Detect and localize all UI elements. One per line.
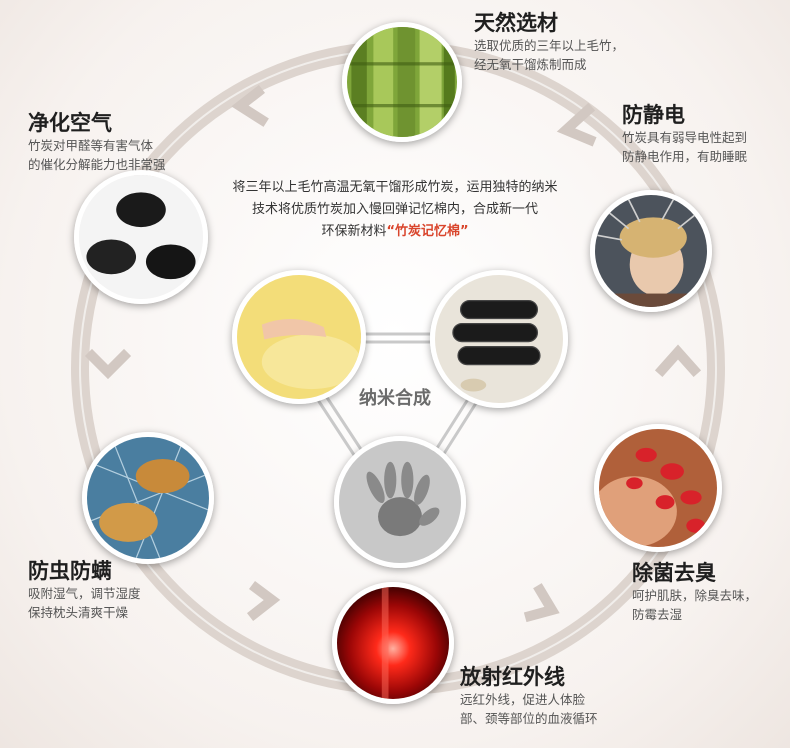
static-hair-photo: [590, 190, 712, 312]
arrow-4: [246, 581, 281, 622]
dust-mites-photo: [82, 432, 214, 564]
intro-highlight: “竹炭记忆棉”: [386, 224, 469, 239]
center-label: 纳米合成: [359, 388, 431, 409]
feature-antibacterial-line1: 呵护肌肤，除臭去味，: [632, 588, 758, 603]
feature-infrared-title: 放射红外线: [460, 665, 565, 689]
feature-purify-line1: 竹炭对甲醛等有害气体: [28, 138, 154, 153]
feature-infrared-line1: 远红外线，促进人体脸: [460, 692, 586, 707]
intro-line-3-prefix: 环保新材料: [321, 224, 387, 239]
feature-antistatic-title: 防静电: [622, 103, 685, 127]
feature-purify-title: 净化空气: [28, 111, 112, 135]
arrow-1: [556, 102, 597, 147]
feature-infrared-line2: 部、颈等部位的血液循环: [460, 711, 598, 726]
feature-natural: 天然选材 选取优质的三年以上毛竹， 经无氧干馏炼制而成: [474, 10, 624, 74]
bamboo-charcoal-photo: [430, 270, 568, 408]
feature-purify-line2: 的催化分解能力也非常强: [28, 157, 166, 172]
feature-antibacterial-line2: 防霉去湿: [632, 607, 683, 622]
charcoal-photo: [74, 170, 208, 304]
red-cells-photo: [594, 424, 722, 552]
feature-antimite-line1: 吸附湿气，调节湿度: [28, 586, 141, 601]
memory-foam-photo: [232, 270, 366, 404]
infrared-photo: [332, 582, 454, 704]
feature-natural-line2: 经无氧干馏炼制而成: [474, 57, 587, 72]
feature-natural-line1: 选取优质的三年以上毛竹，: [474, 38, 625, 53]
arrow-2: [654, 344, 702, 378]
intro-line-2: 技术将优质竹炭加入慢回弹记忆棉内，合成新一代: [251, 202, 538, 217]
feature-purify: 净化空气 竹炭对甲醛等有害气体 的催化分解能力也非常强: [28, 110, 166, 174]
hand-imprint-photo: [334, 436, 466, 568]
feature-antistatic-line2: 防静电作用，有助睡眠: [622, 149, 748, 164]
arrow-5: [84, 348, 132, 380]
feature-antistatic-line1: 竹炭具有弱导电性起到: [622, 130, 748, 145]
feature-antimite-line2: 保持枕头清爽干燥: [28, 605, 129, 620]
intro-line-3: 环保新材料“竹炭记忆棉”: [212, 221, 578, 243]
feature-antistatic: 防静电 竹炭具有弱导电性起到 防静电作用，有助睡眠: [622, 102, 747, 166]
intro-line-1: 将三年以上毛竹高温无氧干馏形成竹炭，运用独特的纳米: [232, 180, 558, 195]
feature-antimite: 防虫防螨 吸附湿气，调节湿度 保持枕头清爽干燥: [28, 558, 141, 622]
feature-natural-title: 天然选材: [474, 11, 558, 35]
feature-antibacterial-title: 除菌去臭: [632, 561, 716, 585]
feature-antibacterial: 除菌去臭 呵护肌肤，除臭去味， 防霉去湿: [632, 560, 757, 624]
intro-text: 将三年以上毛竹高温无氧干馏形成竹炭，运用独特的纳米 技术将优质竹炭加入慢回弹记忆…: [212, 177, 578, 243]
feature-antimite-title: 防虫防螨: [28, 559, 112, 583]
arrow-6: [231, 84, 269, 127]
arrow-3: [523, 583, 560, 623]
feature-infrared: 放射红外线 远红外线，促进人体脸 部、颈等部位的血液循环: [460, 664, 598, 728]
bamboo-photo: [342, 22, 462, 142]
